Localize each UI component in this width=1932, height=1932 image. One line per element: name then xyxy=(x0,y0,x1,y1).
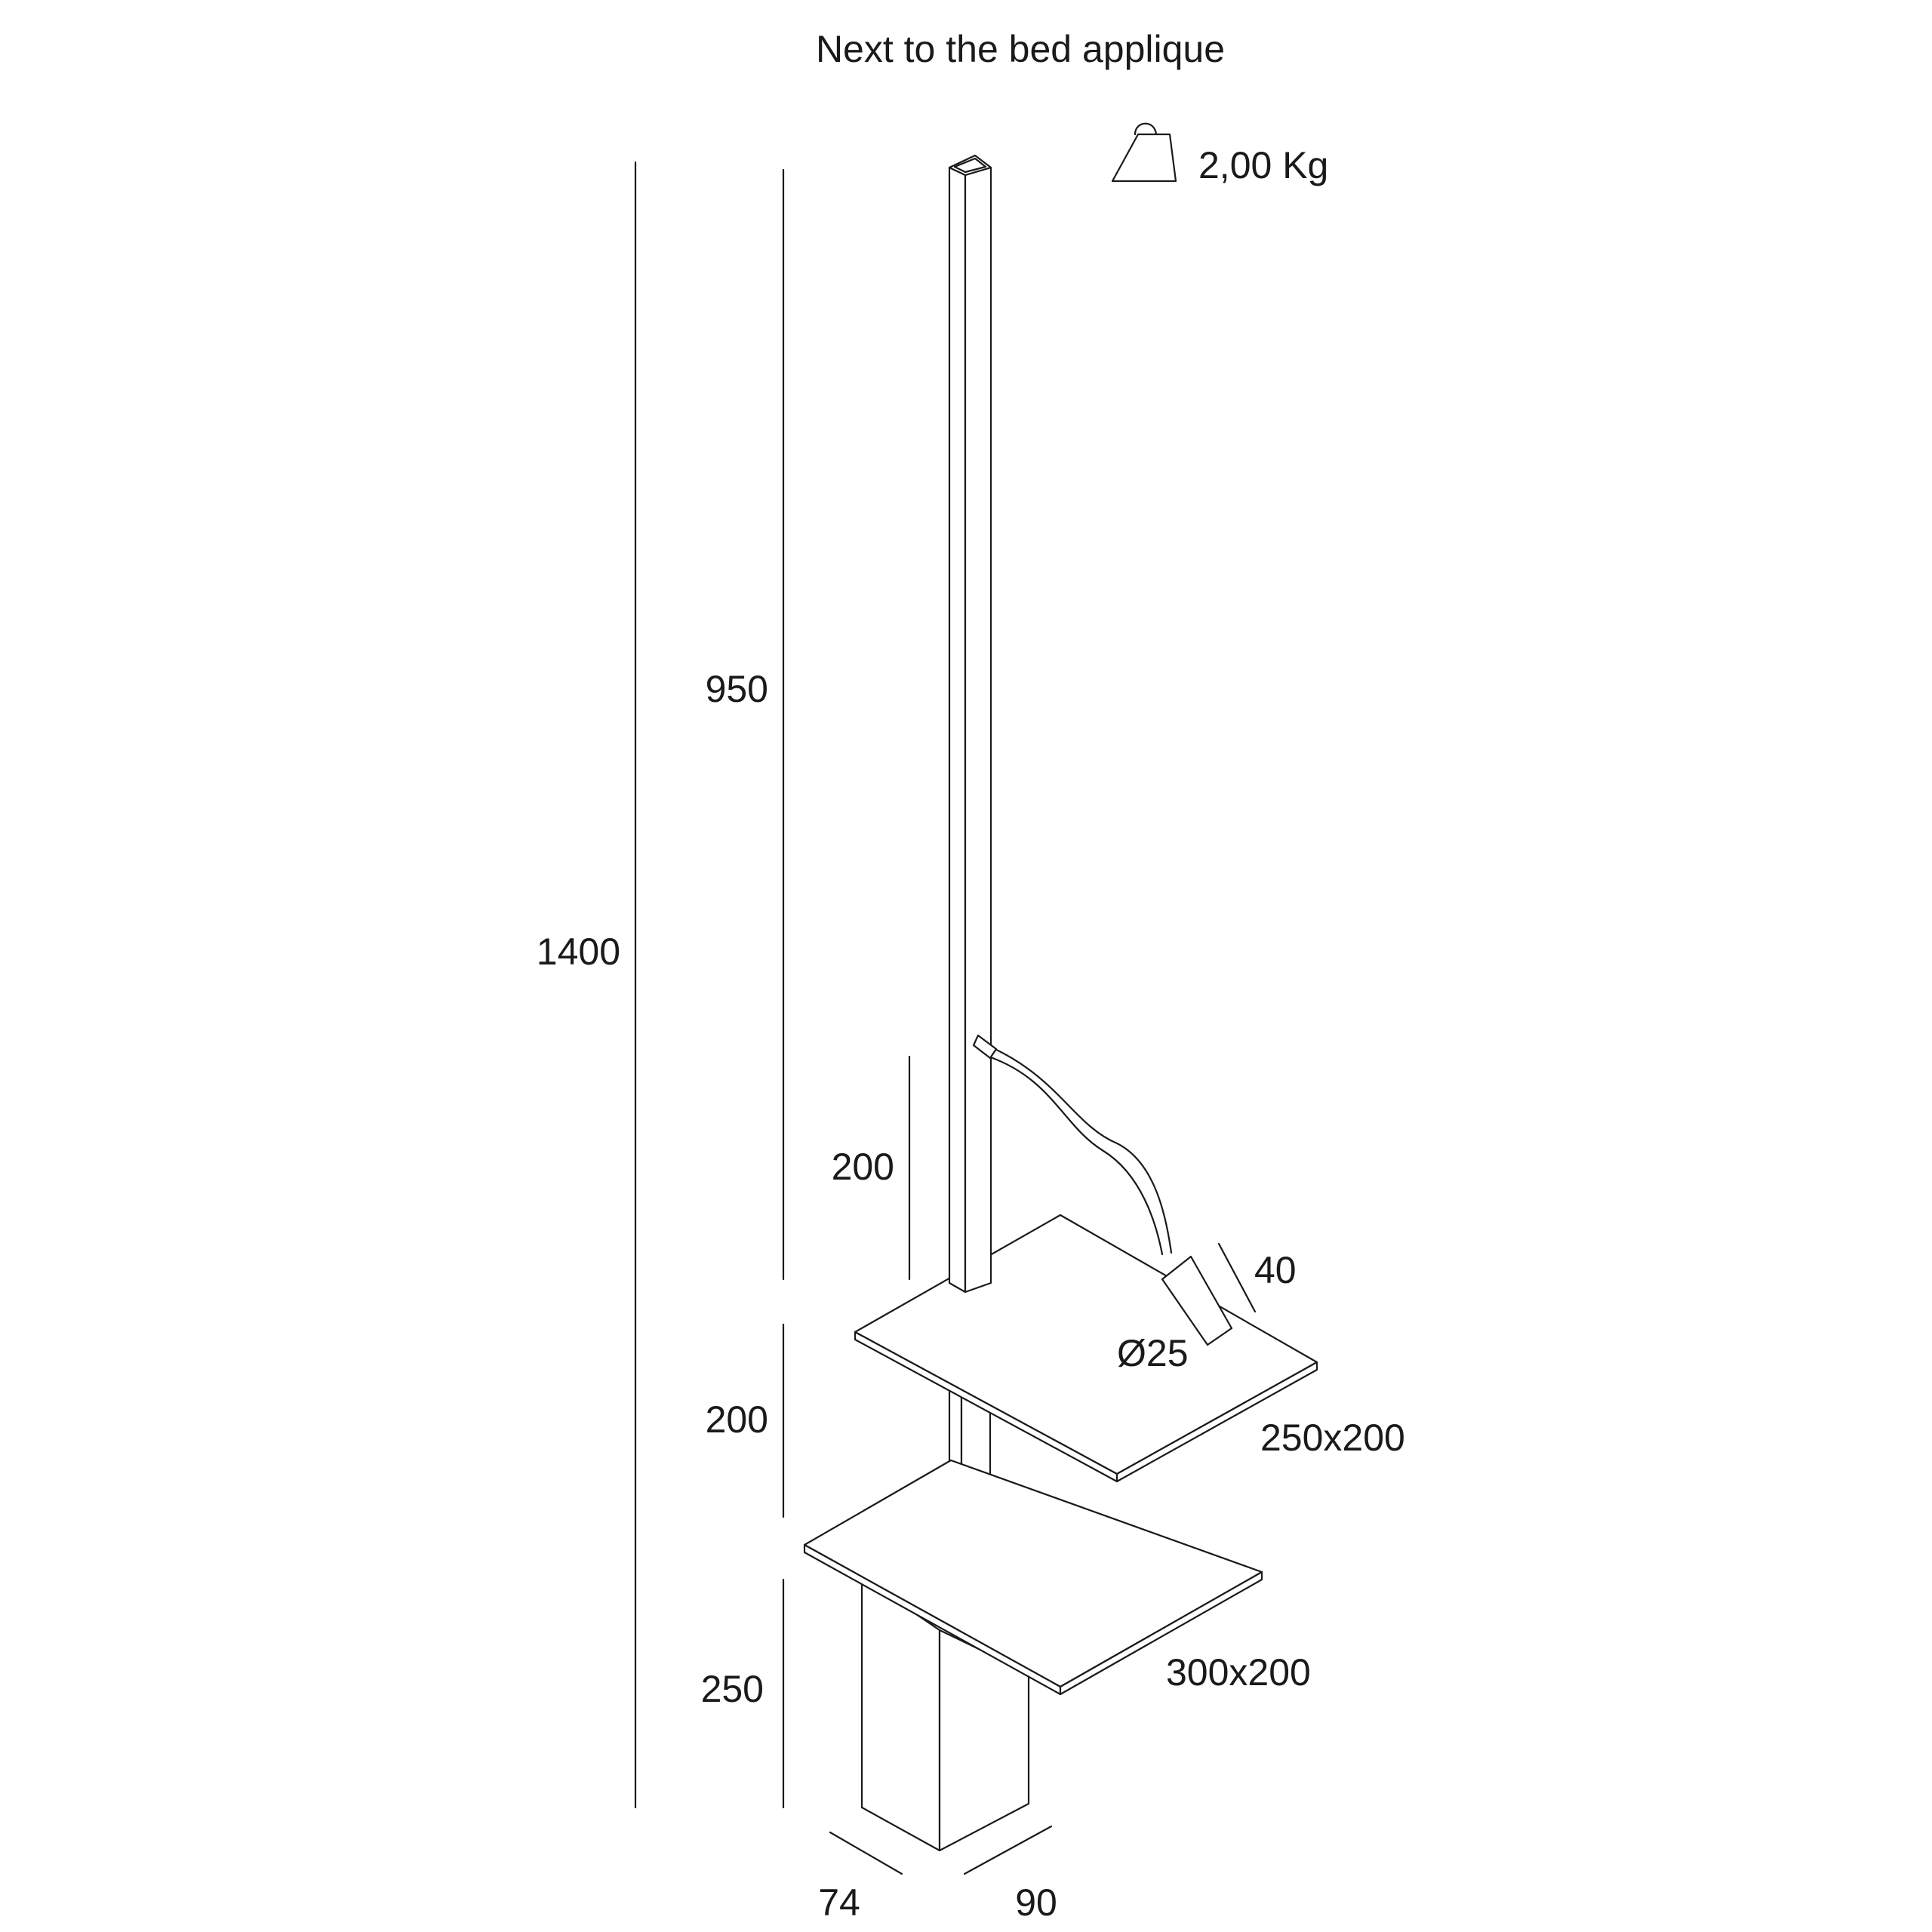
weight-icon xyxy=(1111,122,1177,183)
dim-base-depth: 74 xyxy=(818,1881,860,1924)
dim-overall-height: 1400 xyxy=(537,931,620,973)
dim-base-height: 250 xyxy=(701,1668,764,1710)
dim-head-diameter: Ø25 xyxy=(1117,1332,1189,1374)
dimension-lines xyxy=(634,161,1257,1875)
dim-upper-shelf: 250x200 xyxy=(1260,1417,1405,1459)
base-block xyxy=(860,1576,1030,1852)
dim-arm-height: 200 xyxy=(832,1146,894,1188)
dim-base-width: 90 xyxy=(1015,1881,1057,1924)
upper-shelf xyxy=(854,1214,1318,1483)
flexible-arm xyxy=(972,1034,1173,1256)
lower-shelf xyxy=(803,1459,1263,1696)
lamp-head xyxy=(1161,1255,1233,1346)
dim-head-length: 40 xyxy=(1254,1249,1297,1291)
main-pole xyxy=(948,154,992,1294)
dim-lower-shelf: 300x200 xyxy=(1166,1651,1311,1694)
dim-upper-pole: 950 xyxy=(706,668,768,710)
weight-label: 2,00 Kg xyxy=(1198,144,1328,186)
dim-shelf-gap: 200 xyxy=(706,1398,768,1441)
drawing-title: Next to the bed applique xyxy=(816,28,1225,70)
